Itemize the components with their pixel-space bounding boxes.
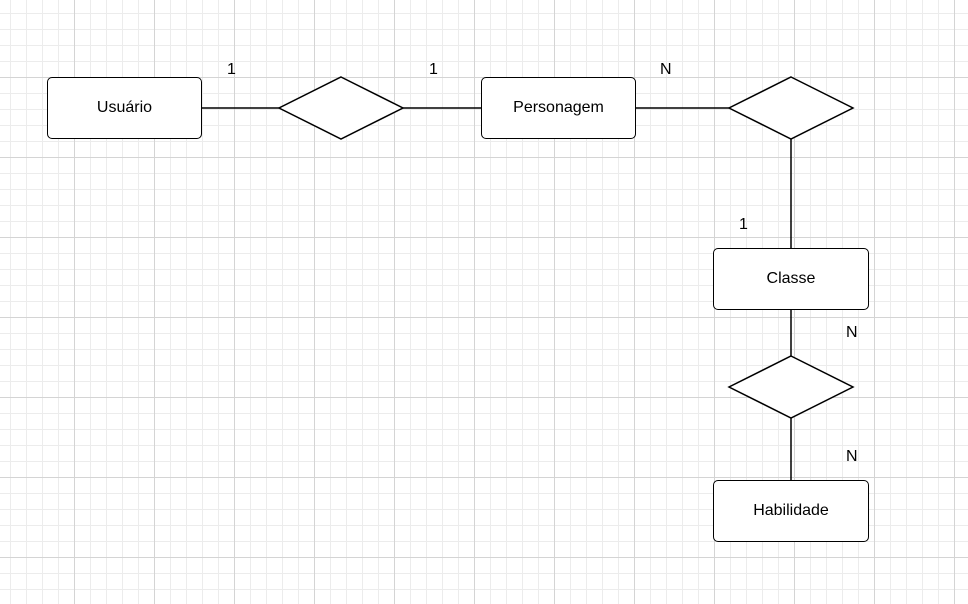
cardinality-usuario-rel1: 1 [227,61,236,78]
entity-classe-label: Classe [766,270,816,287]
entity-habilidade-label: Habilidade [753,502,829,519]
entity-usuario-label: Usuário [96,99,153,116]
cardinality-personagem-rel2: N [660,61,672,78]
relationship-diamond-usuario-personagem[interactable] [277,76,405,140]
entity-personagem[interactable]: Personagem [481,77,636,139]
cardinality-personagem-rel1: 1 [429,61,438,78]
cardinality-classe-rel2: 1 [739,216,748,233]
cardinality-classe-rel3: N [846,324,858,341]
relationship-diamond-personagem-classe[interactable] [727,76,855,140]
entity-usuario[interactable]: Usuário [47,77,202,139]
cardinality-habilidade-rel3: N [846,448,858,465]
entity-habilidade[interactable]: Habilidade [713,480,869,542]
entity-classe[interactable]: Classe [713,248,869,310]
entity-personagem-label: Personagem [513,99,604,116]
relationship-diamond-classe-habilidade[interactable] [727,355,855,419]
